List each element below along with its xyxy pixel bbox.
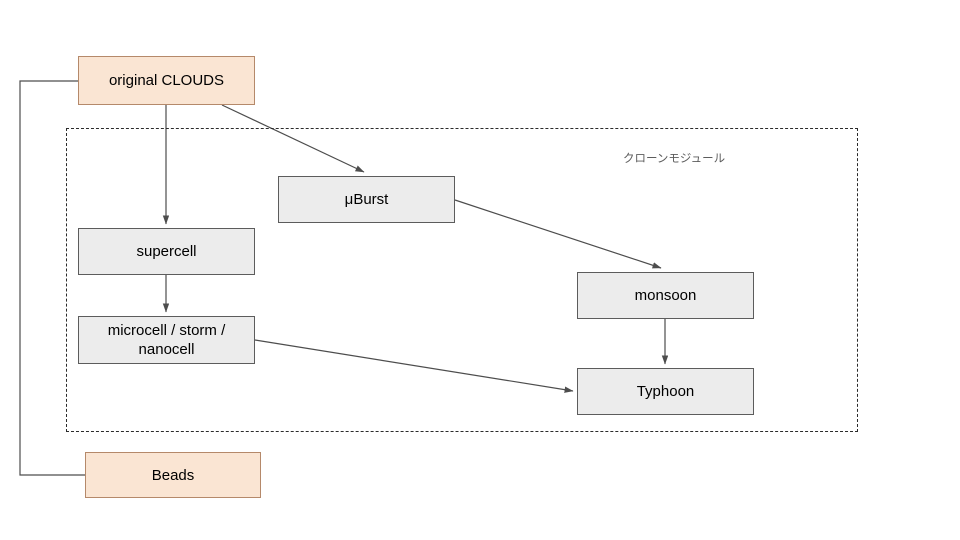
node-label-uburst: μBurst bbox=[344, 191, 389, 208]
node-monsoon[interactable]: monsoon bbox=[577, 272, 754, 319]
node-label-original-clouds: original CLOUDS bbox=[108, 72, 225, 89]
node-label-monsoon: monsoon bbox=[634, 287, 697, 304]
node-supercell[interactable]: supercell bbox=[78, 228, 255, 275]
node-uburst[interactable]: μBurst bbox=[278, 176, 455, 223]
node-microcell[interactable]: microcell / storm / nanocell bbox=[78, 316, 255, 364]
node-label-supercell: supercell bbox=[136, 243, 197, 260]
node-beads[interactable]: Beads bbox=[85, 452, 261, 498]
node-label-typhoon: Typhoon bbox=[636, 383, 695, 400]
group-box-clone-module bbox=[66, 128, 858, 432]
node-label-microcell: microcell / storm / nanocell bbox=[107, 322, 226, 358]
group-label-clone-module: クローンモジュール bbox=[623, 153, 726, 165]
node-original-clouds[interactable]: original CLOUDS bbox=[78, 56, 255, 105]
node-typhoon[interactable]: Typhoon bbox=[577, 368, 754, 415]
node-label-beads: Beads bbox=[151, 466, 195, 484]
